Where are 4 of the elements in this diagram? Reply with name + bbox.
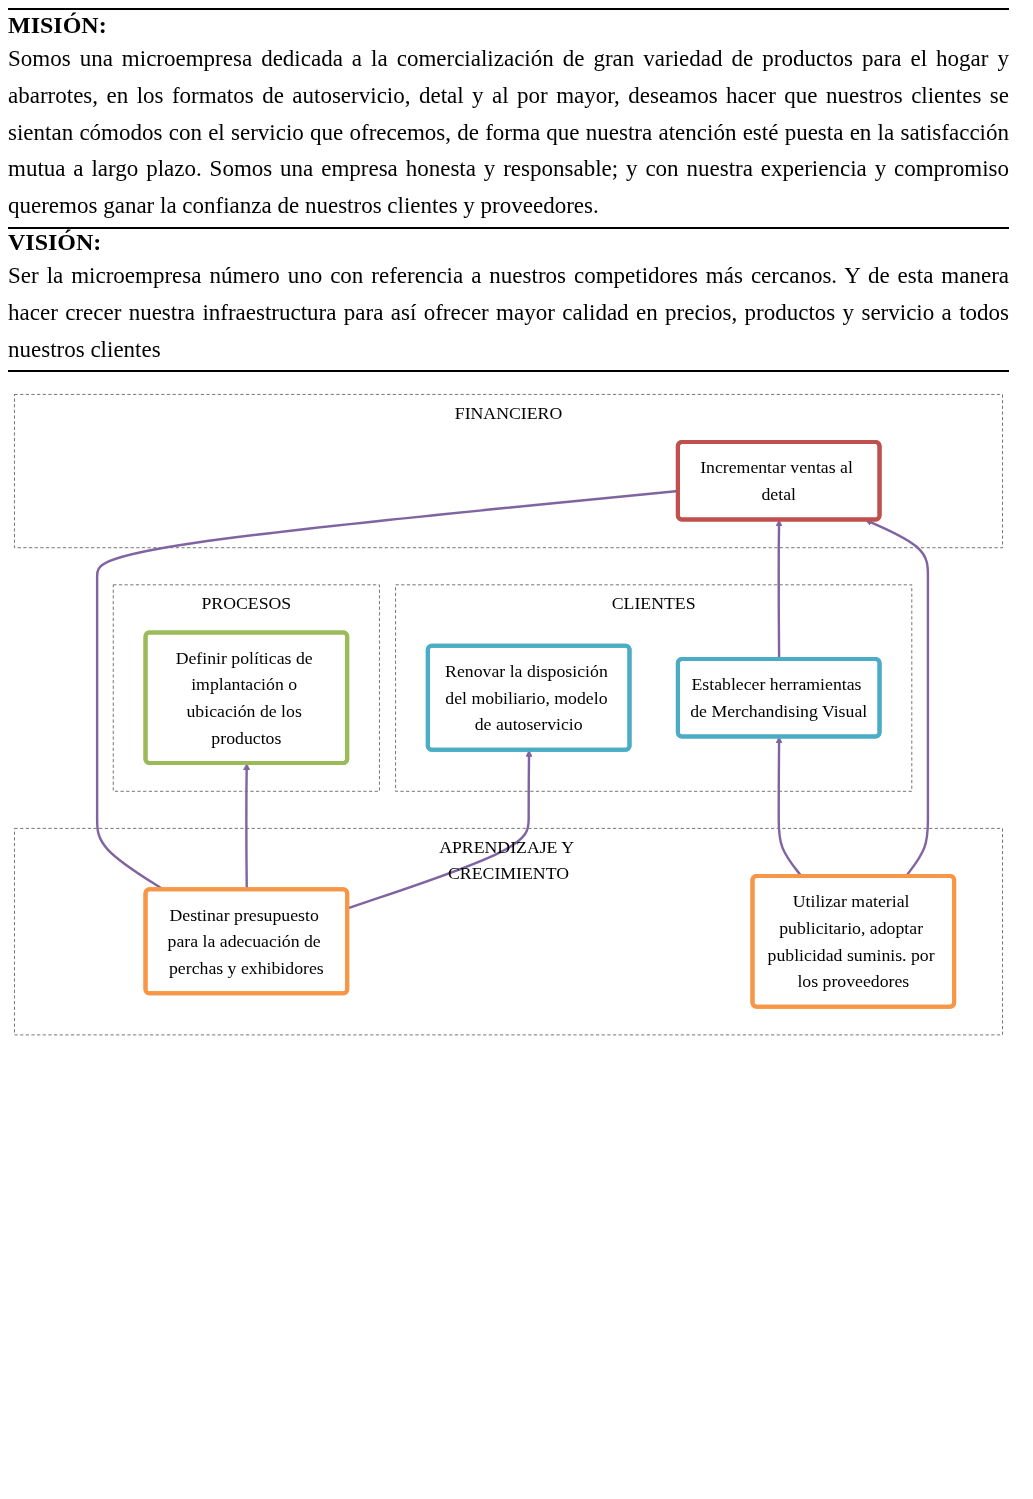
mission-paragraph: Somos una microempresa dedicada a la comercialización de gran variedad de productos para el hogar y abarrotes, en los formatos de autoservicio, detal y al por mayor, deseamos hacer que nuestros clientes se sientan cómodos con el servicio que ofrecemos, de forma que nuestra atención esté puesta en la satisfacción mutua a largo plazo. Somos una empresa honesta y responsable; y con nuestra experiencia y compromiso queremos ganar la confianza de nuestros clientes y proveedores. [8,45,1009,221]
section-heading: MISIÓN: [8,12,108,39]
section-heading: VISIÓN: [8,227,1009,256]
vision-paragraph: Ser la microempresa número uno con referencia a nuestros competidores más cercanos. Y de esta manera hacer crecer nuestra infraestructura para así ofrecer mayor calidad en precios, productos y servicio a todos nuestros clientes [8,262,1009,364]
